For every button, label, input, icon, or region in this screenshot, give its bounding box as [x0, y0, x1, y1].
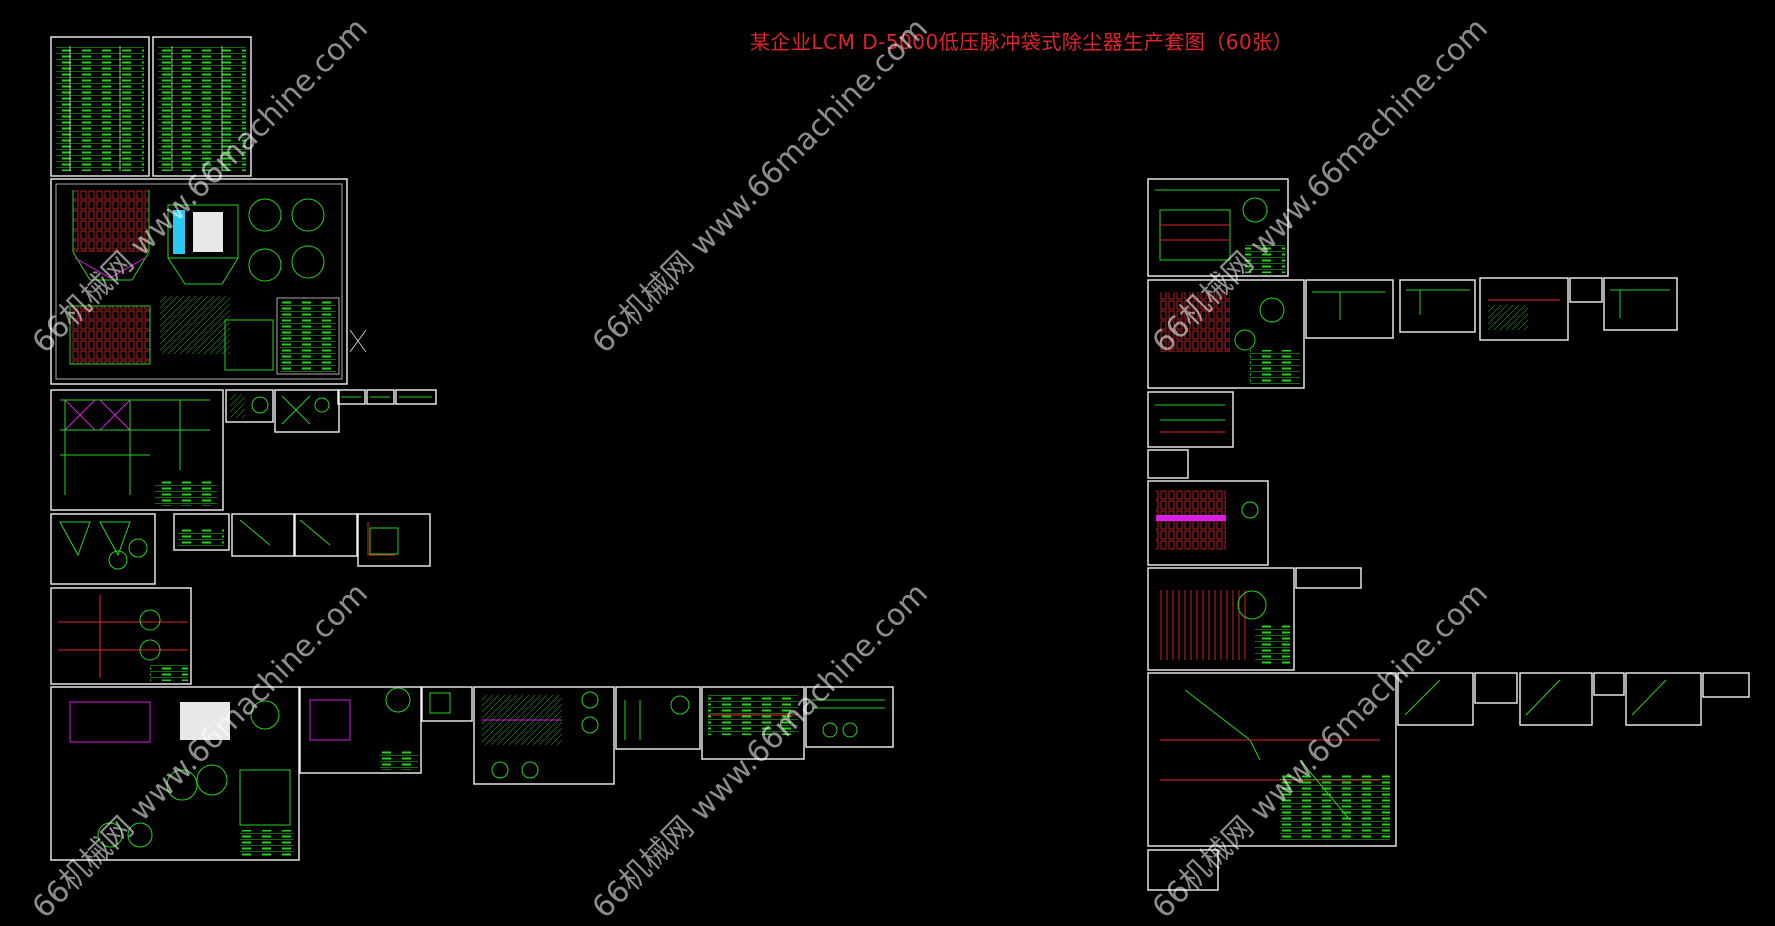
sheet-door-detail[interactable] — [299, 686, 422, 774]
sheet-small-detail-d[interactable] — [173, 513, 230, 551]
sheet-small-right-b[interactable] — [1399, 279, 1476, 333]
sheet-top-view[interactable] — [1147, 178, 1289, 277]
sheet-small-right-g[interactable] — [1147, 849, 1219, 891]
sheet-index-table-2[interactable] — [152, 36, 252, 177]
sheet-small-right-d[interactable] — [1569, 277, 1678, 331]
sheet-small-detail-b[interactable] — [274, 389, 340, 433]
sheet-ladder-detail-b[interactable] — [1474, 672, 1593, 726]
sheet-ladder-detail-c[interactable] — [1593, 672, 1702, 726]
drawing-set-title: 某企业LCM D-5000低压脉冲袋式除尘器生产套图（60张） — [750, 30, 1294, 54]
sheet-small-detail-e[interactable] — [231, 513, 358, 557]
sheet-small-detail-c[interactable] — [337, 389, 437, 405]
sheet-bag-cage-layout[interactable] — [473, 686, 615, 785]
sheet-index-table-1[interactable] — [50, 36, 150, 177]
sheet-small-right-h[interactable] — [1702, 672, 1750, 698]
sheet-small-right-a[interactable] — [1305, 279, 1394, 339]
sheet-bag-room-section[interactable] — [1147, 279, 1305, 389]
sheet-small-right-f[interactable] — [1295, 567, 1362, 589]
sheet-small-detail-f[interactable] — [357, 513, 431, 567]
sheet-tubesheet-layout[interactable] — [1147, 480, 1269, 566]
sheet-small-detail-a[interactable] — [225, 389, 274, 423]
sheet-ladder-detail-a[interactable] — [1397, 672, 1474, 726]
sheet-stair-platform[interactable] — [1147, 672, 1397, 847]
sheet-filter-bag-elevation[interactable] — [1147, 567, 1295, 671]
sheet-frame-structure[interactable] — [50, 389, 224, 511]
sheet-header-pipe[interactable] — [805, 686, 894, 748]
sheet-pipe-layout[interactable] — [701, 686, 805, 760]
cad-model-space[interactable] — [0, 0, 1775, 902]
sheet-small-right-c[interactable] — [1479, 277, 1569, 341]
sheet-inlet-outlet-assembly[interactable] — [50, 686, 300, 861]
sheet-valve-detail[interactable] — [615, 686, 701, 750]
sheet-side-elevation[interactable] — [1147, 391, 1234, 448]
sheet-casing-elevation[interactable] — [50, 587, 192, 685]
sheet-small-frame[interactable] — [421, 686, 473, 722]
sheet-hopper-detail[interactable] — [50, 513, 156, 585]
sheet-general-assembly[interactable] — [50, 178, 367, 385]
sheet-small-right-e[interactable] — [1147, 449, 1189, 479]
